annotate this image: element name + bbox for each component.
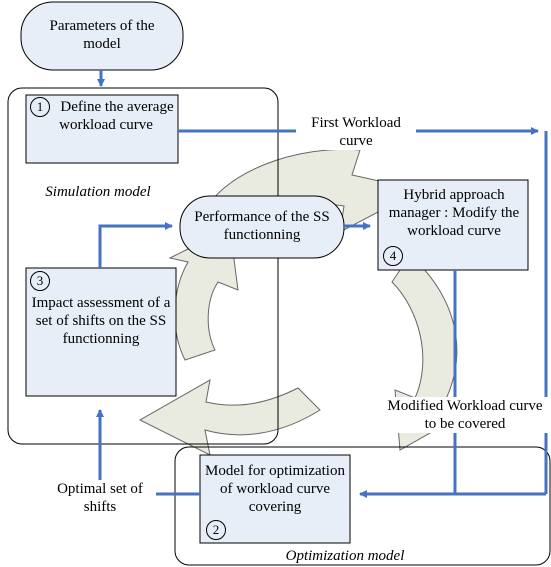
performance-label: Performance of the SS functionning <box>194 209 330 243</box>
define-curve-label: Define the average workload curve <box>59 99 174 133</box>
hybrid-box <box>377 179 529 271</box>
cycle-arrow-bottom <box>138 379 321 456</box>
arrow-impact-to-performance <box>98 222 173 268</box>
step-1-number: 1 <box>30 97 50 117</box>
step-4-number: 4 <box>383 246 403 266</box>
simulation-model-group <box>7 87 279 445</box>
define-curve-box <box>25 94 179 164</box>
optimization-label: Model for optimization of workload curve… <box>205 463 345 515</box>
modified-workload-label: Modified Workload curve to be covered <box>382 397 548 433</box>
impact-box <box>25 267 177 397</box>
first-workload-label: First Workload curve <box>296 114 416 150</box>
optimization-model-group <box>174 446 551 566</box>
hybrid-label: Hybrid approach manager : Modify the wor… <box>388 187 520 239</box>
step-2-number: 2 <box>206 520 226 540</box>
simulation-model-label: Simulation model <box>45 184 151 200</box>
optimal-shifts-label: Optimal set of shifts <box>44 480 156 516</box>
optimization-model-label: Optimization model <box>285 548 405 564</box>
parameters-label: Parameters of the model <box>49 18 155 52</box>
impact-label: Impact assessment of a set of shifts on … <box>31 295 171 347</box>
step-3-number: 3 <box>30 271 50 291</box>
